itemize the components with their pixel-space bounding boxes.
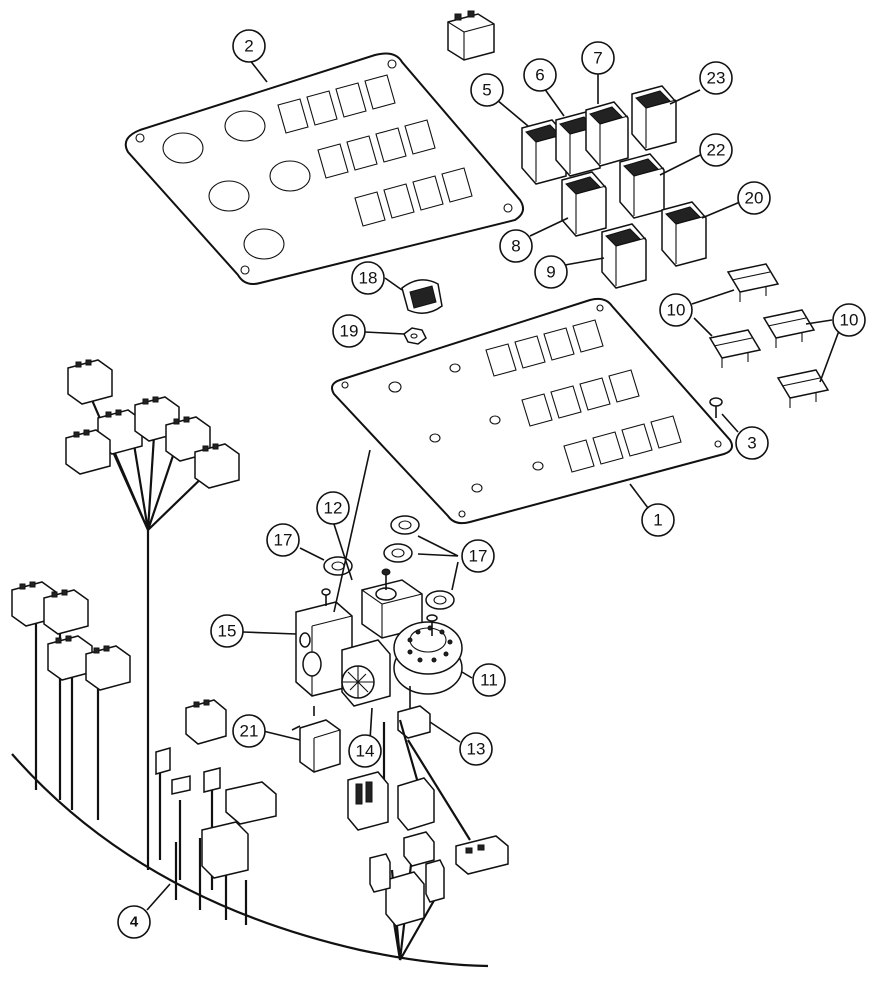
callout-5: 5 <box>470 73 504 107</box>
rocker-switch-7 <box>585 101 629 167</box>
rocker-switch-23 <box>631 85 677 151</box>
callout-17-left-label: 17 <box>274 531 293 550</box>
callout-17-left: 17 <box>266 523 300 557</box>
leader-lines <box>146 58 841 911</box>
nut <box>403 327 427 345</box>
callout-8: 8 <box>499 229 533 263</box>
callout-10-left: 10 <box>659 293 693 327</box>
callout-19: 19 <box>332 314 366 348</box>
callout-21-label: 21 <box>240 722 259 741</box>
rocker-switch-5 <box>521 119 567 185</box>
callout-10-left-label: 10 <box>667 301 686 320</box>
rocker-switch-20 <box>661 201 707 267</box>
connector-top <box>447 10 495 61</box>
callout-11: 11 <box>472 663 506 697</box>
callout-21: 21 <box>232 714 266 748</box>
callout-3: 3 <box>735 426 769 460</box>
callout-20: 20 <box>737 181 771 215</box>
callout-5-label: 5 <box>482 81 491 100</box>
rocker-switch-group <box>521 85 707 289</box>
callout-8-label: 8 <box>511 237 520 256</box>
callout-23: 23 <box>699 61 733 95</box>
callout-22-label: 22 <box>707 141 726 160</box>
callout-17-right-label: 17 <box>469 547 488 566</box>
rocker-switch-22 <box>619 153 665 219</box>
callout-14-label: 14 <box>356 742 375 761</box>
callout-4-label: 4 <box>130 914 139 931</box>
callout-19-label: 19 <box>340 322 359 341</box>
callout-9-label: 9 <box>546 263 555 282</box>
callout-1-label: 1 <box>653 511 662 530</box>
wire-harness <box>11 359 509 968</box>
callout-13: 13 <box>459 732 493 766</box>
callout-1: 1 <box>641 503 675 537</box>
callout-2: 2 <box>232 29 266 63</box>
gasket-plate <box>124 52 525 285</box>
callout-7-label: 7 <box>593 49 602 68</box>
callout-22: 22 <box>699 133 733 167</box>
screw <box>709 397 723 418</box>
callout-6: 6 <box>523 58 557 92</box>
callout-4: 4 <box>117 905 151 939</box>
callout-10-right: 10 <box>832 303 866 337</box>
callout-18-label: 18 <box>359 269 378 288</box>
callout-20-label: 20 <box>745 189 764 208</box>
rocker-switch-9 <box>601 223 647 289</box>
callout-13-label: 13 <box>467 740 486 759</box>
switch-panel <box>331 297 733 525</box>
callout-3-label: 3 <box>747 434 756 453</box>
callout-9: 9 <box>534 255 568 289</box>
callout-2-label: 2 <box>244 37 253 56</box>
knob <box>401 279 443 314</box>
callout-10-right-label: 10 <box>840 311 859 330</box>
blank-plug-group <box>708 263 830 408</box>
callout-6-label: 6 <box>535 66 544 85</box>
callout-12: 12 <box>316 491 350 525</box>
callout-12-label: 12 <box>324 499 343 518</box>
callout-14: 14 <box>348 734 382 768</box>
rocker-switch-8 <box>561 171 607 237</box>
callout-11-label: 11 <box>480 671 498 690</box>
callout-15-label: 15 <box>218 622 237 641</box>
switch-assembly <box>291 568 463 773</box>
callout-15: 15 <box>210 614 244 648</box>
callout-23-label: 23 <box>707 69 726 88</box>
callout-7: 7 <box>581 41 615 75</box>
callout-18: 18 <box>351 261 385 295</box>
callout-17-right: 17 <box>461 539 495 573</box>
